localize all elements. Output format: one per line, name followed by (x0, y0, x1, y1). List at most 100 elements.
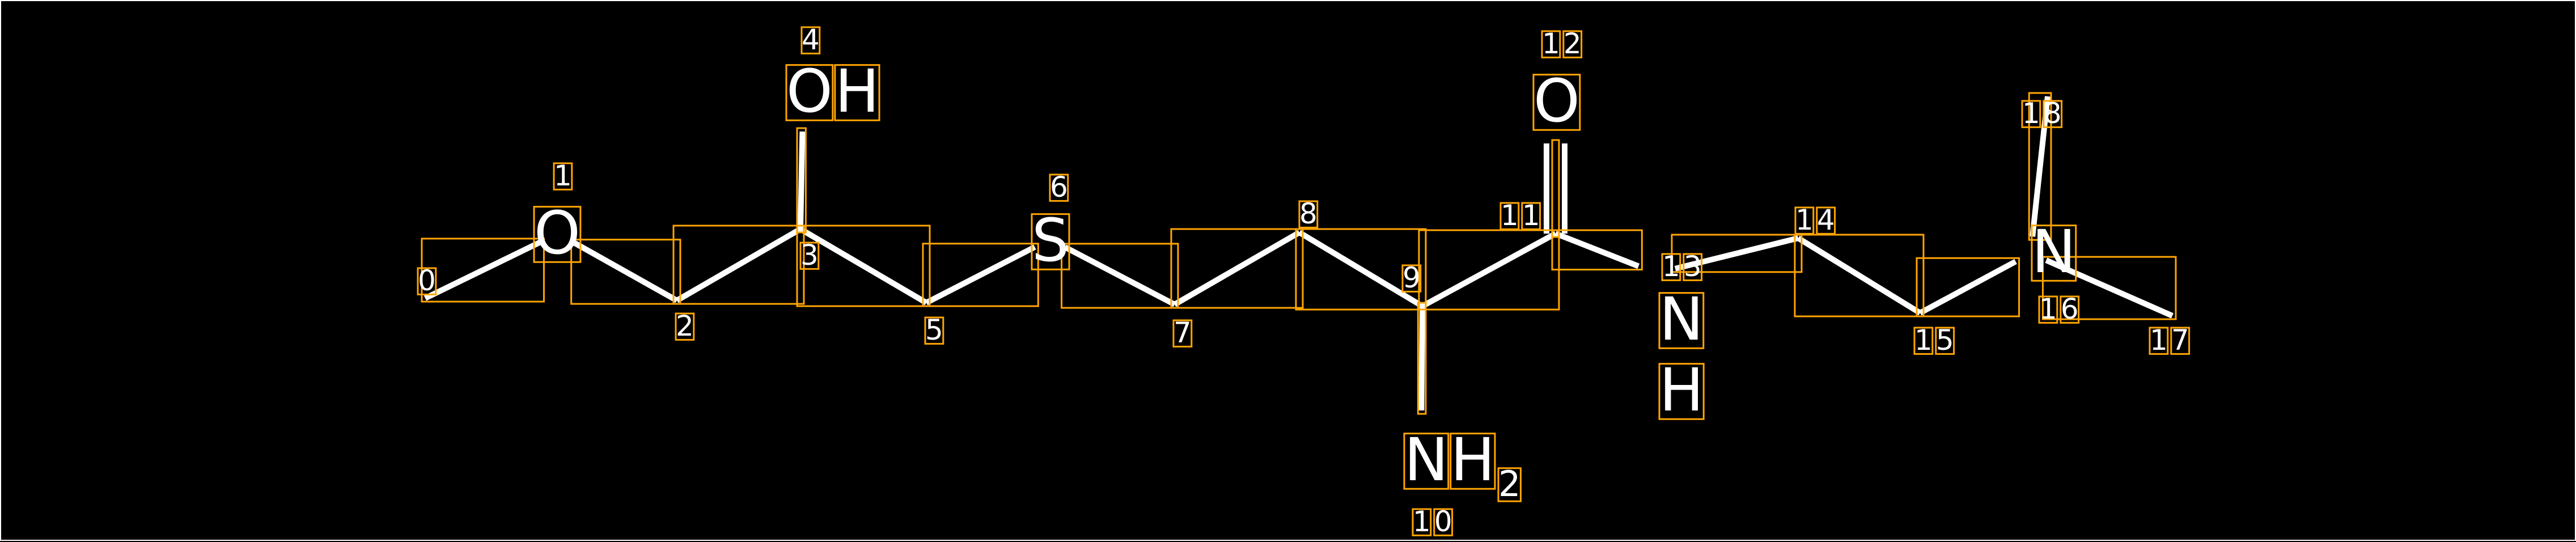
label-bounding-box (1521, 202, 1541, 230)
bond-14-15 (1797, 235, 1922, 316)
bond-3-5 (799, 226, 928, 306)
label-bounding-box (1497, 467, 1522, 502)
bond-9-11 (1421, 231, 1557, 309)
atom-index-label: 8 (2044, 97, 2062, 130)
label-bounding-box (533, 206, 582, 263)
atom-index-label: 4 (802, 23, 820, 56)
bond-line (1418, 306, 1425, 411)
atom-symbol: O (534, 198, 581, 268)
bond-bounding-box (796, 225, 931, 307)
label-bounding-box (2060, 295, 2080, 324)
bond-13-14 (1674, 235, 1799, 272)
bond-bounding-box (570, 239, 681, 305)
atom-index-label: 6 (1050, 171, 1068, 204)
bond-line (925, 244, 1036, 306)
label-bounding-box (1412, 508, 1432, 536)
label-bounding-box (1403, 433, 1450, 490)
atom-index-label: 0 (418, 264, 436, 297)
label-bounding-box (1541, 30, 1561, 58)
label-bounding-box (1298, 200, 1319, 228)
bond-bounding-box (922, 243, 1039, 307)
bond-line (423, 239, 542, 301)
bond-line (1918, 259, 2017, 316)
bond-line (798, 131, 806, 230)
atom-hydrogen: H (1659, 355, 1704, 425)
label-bounding-box (1816, 206, 1836, 235)
atom-index-label: 4 (1817, 204, 1835, 236)
label-bounding-box (785, 64, 834, 121)
atom-index-label: 2 (1564, 27, 1582, 60)
label-bounding-box (1532, 74, 1581, 131)
label-bounding-box (1031, 213, 1070, 270)
label-bounding-box (924, 316, 944, 345)
bond-line (573, 240, 679, 303)
bond-line (675, 226, 802, 303)
atom-subscript: 2 (1498, 463, 1520, 505)
atom-index-label: 3 (800, 239, 819, 272)
atom-symbol: N (1659, 285, 1704, 354)
bond-5-6 (925, 244, 1036, 306)
atom-index-label: 7 (1173, 316, 1192, 349)
atom-symbol: O (786, 57, 833, 126)
label-bounding-box (2038, 295, 2058, 324)
bond-8-9 (1298, 230, 1424, 309)
label-bounding-box (1658, 292, 1705, 349)
atom-index-label: 2 (676, 310, 694, 342)
atom-index-label: 1 (1914, 324, 1933, 357)
bond-16-17 (2045, 257, 2174, 319)
label-bounding-box (1401, 264, 1422, 293)
bond-line (2045, 257, 2174, 319)
bond-3-4 (798, 131, 806, 230)
label-bounding-box (800, 26, 821, 54)
atom-index-label: 1 (554, 159, 572, 192)
label-bounding-box (1683, 253, 1703, 281)
bond-line (2030, 96, 2050, 237)
bond-bounding-box (1916, 257, 2020, 317)
bond-bounding-box (1794, 234, 1925, 317)
label-bounding-box (1935, 327, 1955, 355)
bond-line (1797, 235, 1922, 316)
atom-index-label: 1 (1795, 204, 1814, 236)
bond-bounding-box (1061, 243, 1179, 309)
atom-index-label: 8 (1299, 197, 1317, 230)
label-bounding-box (1049, 173, 1069, 202)
label-bounding-box (1658, 363, 1705, 420)
label-bounding-box (1562, 30, 1583, 58)
atom-0: 0 (418, 264, 436, 297)
bond-bounding-box (1417, 302, 1427, 415)
label-bounding-box (2170, 327, 2191, 355)
atom-index-label: 1 (1501, 199, 1519, 232)
atom-index-label: 5 (1936, 324, 1954, 357)
bond-15-16 (1918, 259, 2017, 316)
bond-0-1 (423, 239, 542, 301)
atom-5: 5 (925, 314, 943, 346)
atom-symbol: O (1533, 66, 1580, 136)
atom-index-label: 1 (2022, 97, 2040, 130)
label-bounding-box (1661, 253, 1681, 281)
bonds-layer (423, 96, 2174, 411)
bond-bounding-box (796, 127, 807, 234)
label-bounding-box (799, 242, 820, 270)
atom-symbol: N (2032, 217, 2076, 286)
atom-2: 2 (676, 310, 694, 342)
bond-2-3 (675, 226, 802, 303)
bond-bounding-box (1551, 139, 1560, 238)
atom-index-label: 7 (2171, 324, 2189, 357)
atom-index-label: 1 (1522, 199, 1540, 232)
atom-index-label: 1 (2039, 293, 2057, 325)
atom-symbol: N (1404, 425, 1448, 494)
atom-index-label: 0 (1434, 505, 1452, 538)
label-bounding-box (2031, 225, 2077, 282)
bond-1-2 (573, 240, 679, 303)
label-bounding-box (1433, 508, 1454, 536)
bond-line (1173, 230, 1301, 307)
